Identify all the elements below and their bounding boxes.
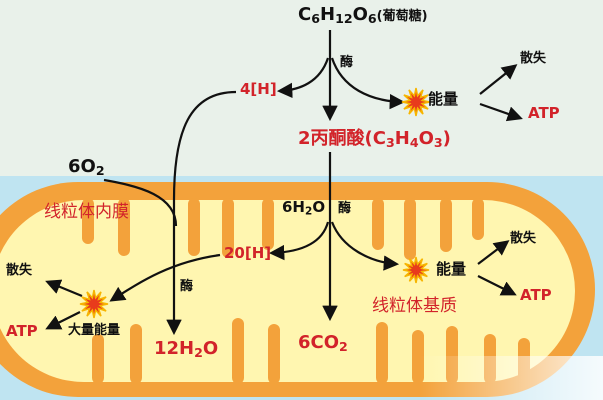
mitochondrion-matrix [0, 200, 575, 382]
pyruvate-label: 2丙酮酸(C3H4O3) [298, 128, 451, 151]
burst-icon-cytoplasm [401, 87, 431, 117]
energy-label-matrix: 能量 [436, 260, 467, 278]
watermark-blur [420, 356, 603, 400]
arrow-4H-to-water [166, 90, 237, 336]
atp-label-top: ATP [528, 104, 560, 122]
large-energy-label: 大量能量 [68, 323, 121, 338]
arrow-20H-to-large-energy [109, 253, 221, 302]
arrow-glucose-to-energy [330, 57, 406, 110]
atp-label-matrix: ATP [520, 286, 552, 304]
enzyme-label-top: 酶 [340, 55, 354, 70]
oxygen-label: 6O2 [68, 156, 105, 179]
dissipate-label-matrix: 散失 [510, 231, 537, 246]
arrow-energy-to-dissipate-matrix [477, 240, 510, 265]
burst-icon-matrix [402, 256, 430, 284]
twenty-h-label: 20[H] [224, 244, 272, 262]
burst-icon-membrane [79, 289, 109, 319]
atp-label-membrane: ATP [6, 322, 38, 340]
arrow-large-energy-to-atp [45, 311, 81, 330]
water-out-label: 12H2O [154, 338, 219, 361]
water-in-label: 6H2O [282, 198, 326, 218]
four-h-label: 4[H] [240, 80, 277, 98]
arrow-energy-to-dissipate-top [479, 64, 518, 95]
arrow-pyruvate-to-energy [330, 221, 400, 271]
matrix-label: 线粒体基质 [372, 296, 457, 316]
dissipate-label-top: 散失 [520, 51, 547, 66]
enzyme-label-membrane: 酶 [180, 279, 194, 294]
dissipate-label-membrane: 散失 [6, 263, 33, 278]
enzyme-label-matrix: 酶 [338, 201, 352, 216]
arrow-large-energy-to-dissipate [45, 279, 83, 298]
arrow-energy-to-atp-top [479, 102, 523, 122]
energy-label-top: 能量 [428, 90, 459, 108]
inner-membrane-label: 线粒体内膜 [44, 202, 129, 222]
arrow-glucose-to-4H [276, 57, 330, 99]
arrow-pyruvate-to-20H [268, 221, 330, 261]
arrow-oxygen-to-water [103, 178, 178, 227]
arrow-energy-to-atp-matrix [477, 275, 517, 296]
co2-label: 6CO2 [298, 332, 348, 355]
glucose-formula: C6H12O6(葡萄糖) [298, 4, 428, 27]
cristae [82, 198, 530, 384]
